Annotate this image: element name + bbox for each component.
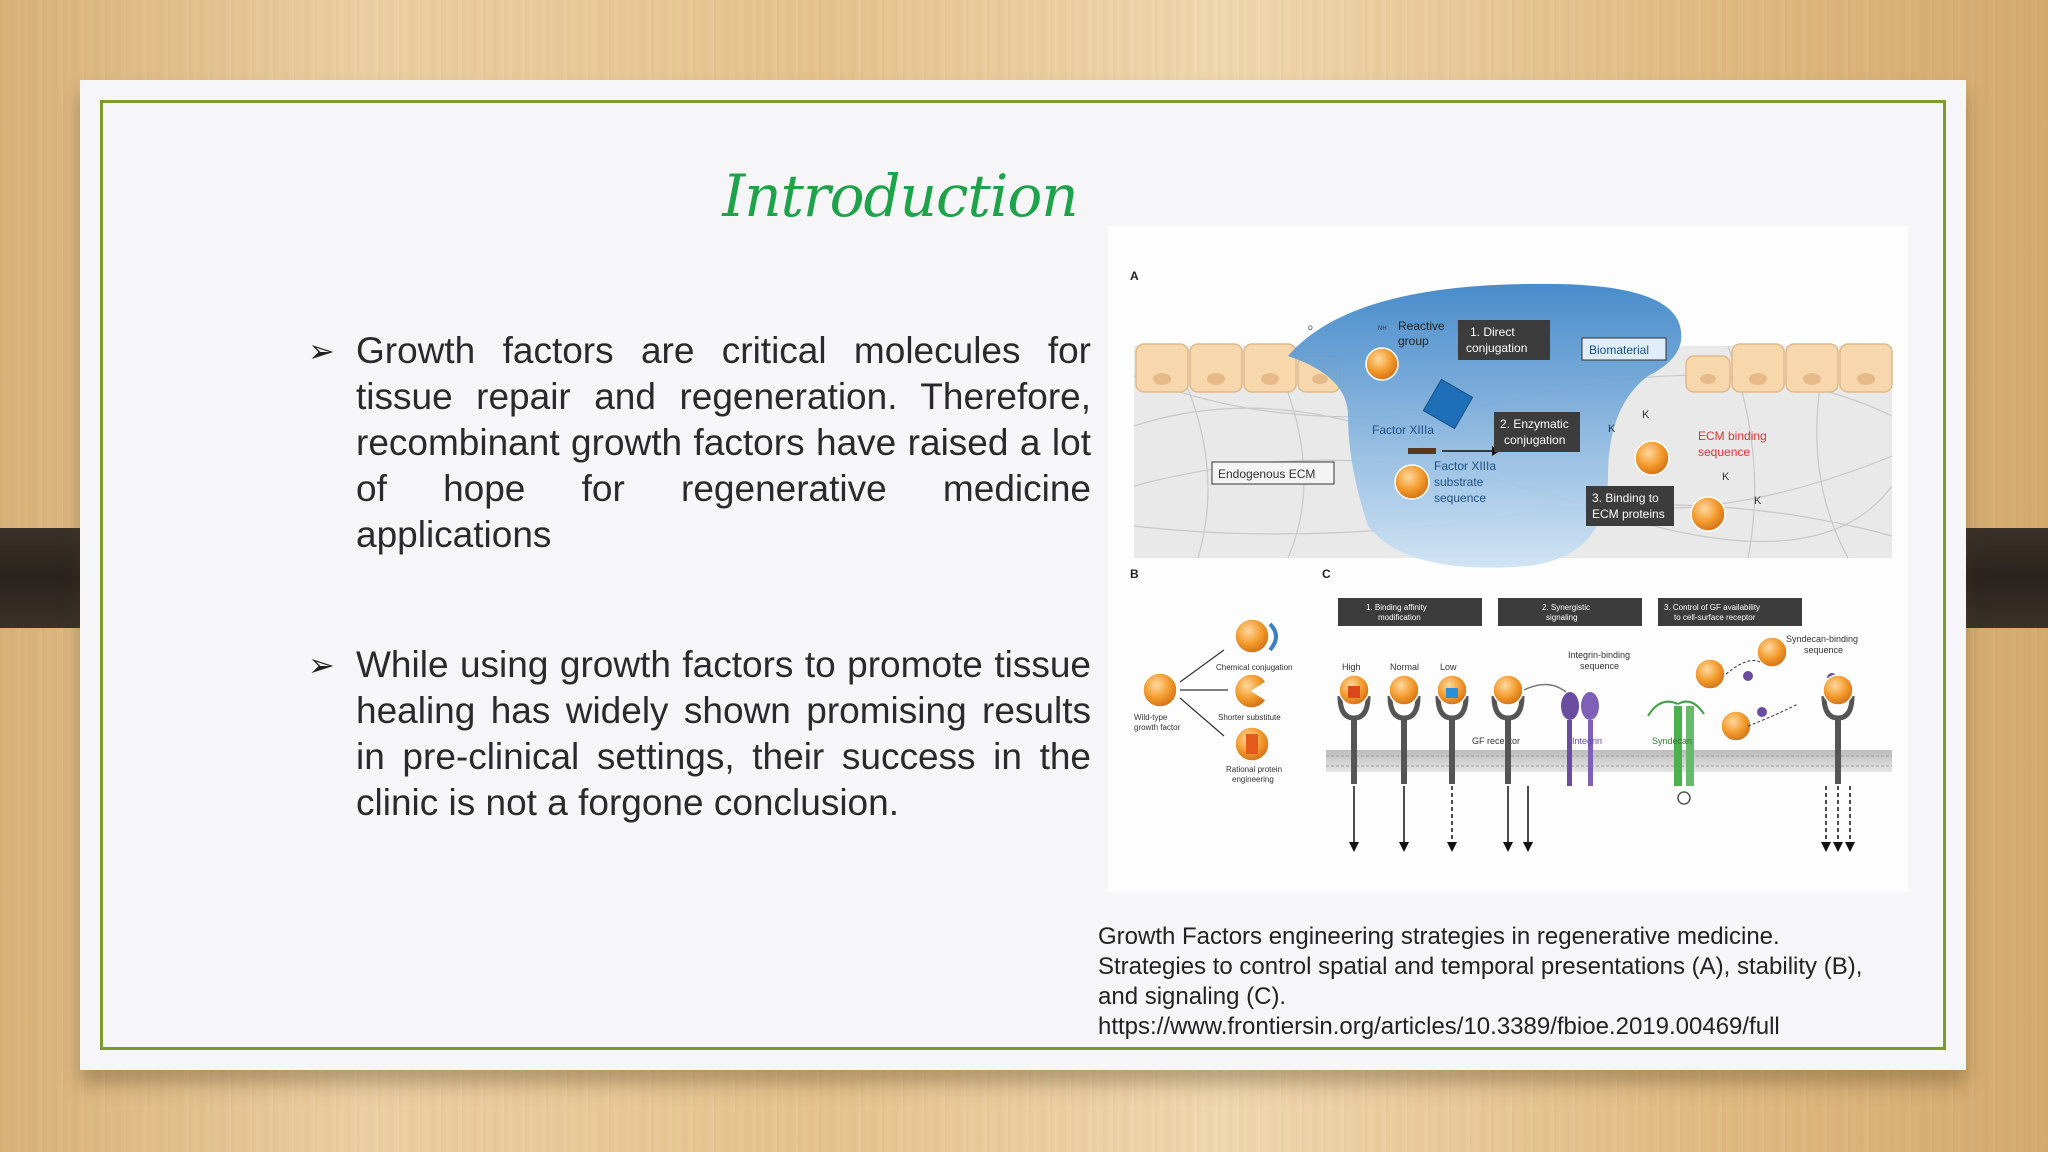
slide-title: Introduction bbox=[722, 162, 1078, 230]
step2-label-2: conjugation bbox=[1504, 433, 1565, 447]
ecm-binding-label-2: sequence bbox=[1698, 445, 1750, 459]
cell-nuclei bbox=[1153, 373, 1875, 385]
signal-arrowheads-1 bbox=[1349, 842, 1457, 852]
engineered-domain-icon bbox=[1246, 734, 1258, 754]
c-box-2-label-2: signaling bbox=[1546, 613, 1578, 622]
ecm-binding-label-1: ECM binding bbox=[1698, 429, 1767, 443]
caption-line: Growth Factors engineering strategies in… bbox=[1098, 923, 1780, 950]
wild-type-growth-factor-icon bbox=[1142, 672, 1178, 708]
koff-label: K bbox=[1642, 409, 1650, 421]
step3-label-2: ECM proteins bbox=[1592, 507, 1665, 521]
gf-receptor-group bbox=[1337, 674, 1469, 784]
signal-arrowheads-3 bbox=[1821, 842, 1855, 852]
biomaterial-label: Biomaterial bbox=[1589, 343, 1649, 357]
c-box-1-label-2: modification bbox=[1378, 613, 1421, 622]
factor-xiiia-icon bbox=[1422, 378, 1474, 430]
signal-arrows-1 bbox=[1353, 786, 1453, 844]
integrin-binding-label-1: Integrin-binding bbox=[1568, 650, 1630, 660]
panel-a-label: A bbox=[1130, 269, 1139, 283]
syndecan-label: Syndecan bbox=[1652, 736, 1692, 746]
arrowhead-bullet-icon: ➢ bbox=[308, 647, 335, 683]
bullet-item: ➢ While using growth factors to promote … bbox=[308, 642, 1091, 826]
shorter-substitute-label: Shorter substitute bbox=[1218, 713, 1281, 722]
signal-arrows-2 bbox=[1507, 786, 1529, 844]
step1-label-1: 1. Direct bbox=[1470, 325, 1515, 339]
signal-arrows-3 bbox=[1825, 786, 1851, 844]
panel-b-arrows bbox=[1179, 649, 1228, 737]
growth-factor-icon bbox=[1634, 440, 1670, 476]
substrate-bar bbox=[1408, 448, 1436, 454]
growth-factor-figure: A bbox=[1108, 226, 1908, 892]
low-label: Low bbox=[1440, 662, 1457, 672]
slide: Introduction ➢ Growth factors are critic… bbox=[80, 80, 1966, 1070]
growth-factor-icon bbox=[1394, 464, 1430, 500]
growth-factor-icon bbox=[1365, 347, 1399, 381]
rational-label-1: Rational protein bbox=[1226, 765, 1282, 774]
chemical-conjugation-label: Chemical conjugation bbox=[1216, 663, 1293, 672]
c-box-2 bbox=[1498, 598, 1642, 626]
high-label: High bbox=[1342, 662, 1361, 672]
substrate-label-1: Factor XIIIa bbox=[1434, 459, 1496, 473]
panel-b-label: B bbox=[1130, 567, 1139, 581]
substrate-label-3: sequence bbox=[1434, 491, 1486, 505]
integrin-label: Integrin bbox=[1572, 736, 1602, 746]
panel-c-label: C bbox=[1322, 567, 1331, 581]
factor-xiiia-label: Factor XIIIa bbox=[1372, 423, 1434, 437]
step1-box bbox=[1458, 320, 1550, 360]
c-box-3-label-1: 3. Control of GF availability bbox=[1664, 603, 1760, 612]
nh-label: NH bbox=[1378, 326, 1387, 332]
caption-source-link[interactable]: https://www.frontiersin.org/articles/10.… bbox=[1098, 1013, 1780, 1040]
figure-caption: Growth Factors engineering strategies in… bbox=[1098, 922, 1928, 1042]
bullet-list: ➢ Growth factors are critical molecules … bbox=[308, 328, 1091, 910]
conjugated-growth-factor-icon bbox=[1234, 618, 1270, 654]
integrin-binding-label-2: sequence bbox=[1580, 661, 1619, 671]
endogenous-ecm-box bbox=[1211, 461, 1335, 485]
step1-label-2: conjugation bbox=[1466, 341, 1527, 355]
c-box-1 bbox=[1338, 598, 1482, 626]
rational-label-2: engineering bbox=[1232, 775, 1274, 784]
syndecan-group bbox=[1647, 636, 1855, 805]
cell-layer-left bbox=[1135, 343, 1341, 393]
membrane-lipids bbox=[1326, 755, 1892, 767]
wild-type-label-1: Wild-type bbox=[1134, 713, 1168, 722]
c-box-1-label-1: 1. Binding affinity bbox=[1366, 603, 1427, 612]
bullet-text: Growth factors are critical molecules fo… bbox=[356, 330, 1091, 555]
cell-membrane bbox=[1326, 750, 1892, 772]
c-box-3-label-2: to cell-surface receptor bbox=[1674, 613, 1756, 622]
endogenous-ecm-label: Endogenous ECM bbox=[1218, 467, 1315, 481]
gf-receptor-label: GF receptor bbox=[1472, 736, 1520, 746]
koff-label-2: K bbox=[1754, 495, 1762, 507]
kon-label: K bbox=[1608, 423, 1616, 435]
step3-box bbox=[1586, 486, 1674, 526]
slide-border bbox=[100, 100, 1946, 1050]
c-box-2-label-1: 2. Synergistic bbox=[1542, 603, 1590, 612]
shorter-substitute-icon bbox=[1233, 673, 1268, 709]
c-box-3 bbox=[1658, 598, 1802, 626]
normal-label: Normal bbox=[1390, 662, 1419, 672]
kon-label-2: K bbox=[1722, 471, 1730, 483]
step2-box bbox=[1494, 412, 1580, 452]
integrin-receptor-group bbox=[1491, 674, 1599, 786]
arrowhead-bullet-icon: ➢ bbox=[308, 333, 335, 369]
step3-label-1: 3. Binding to bbox=[1592, 491, 1659, 505]
reactive-group-label-2: group bbox=[1398, 334, 1429, 348]
polymer-icon bbox=[1268, 622, 1278, 652]
caption-line: Strategies to control spatial and tempor… bbox=[1098, 953, 1863, 980]
biomaterial-box bbox=[1581, 337, 1667, 361]
bullet-item: ➢ Growth factors are critical molecules … bbox=[308, 328, 1091, 558]
signal-arrowheads-2 bbox=[1503, 842, 1533, 852]
caption-line: and signaling (C). bbox=[1098, 983, 1287, 1010]
step2-label-1: 2. Enzymatic bbox=[1500, 417, 1569, 431]
syndecan-binding-label-1: Syndecan-binding bbox=[1786, 634, 1858, 644]
syndecan-binding-label-2: sequence bbox=[1804, 645, 1843, 655]
bullet-text: While using growth factors to promote ti… bbox=[356, 644, 1091, 823]
wild-type-label-2: growth factor bbox=[1134, 723, 1181, 732]
reactive-group-label-1: Reactive bbox=[1398, 319, 1445, 333]
growth-factor-icon bbox=[1690, 496, 1726, 532]
substrate-label-2: substrate bbox=[1434, 475, 1484, 489]
o-label: O bbox=[1308, 326, 1313, 332]
